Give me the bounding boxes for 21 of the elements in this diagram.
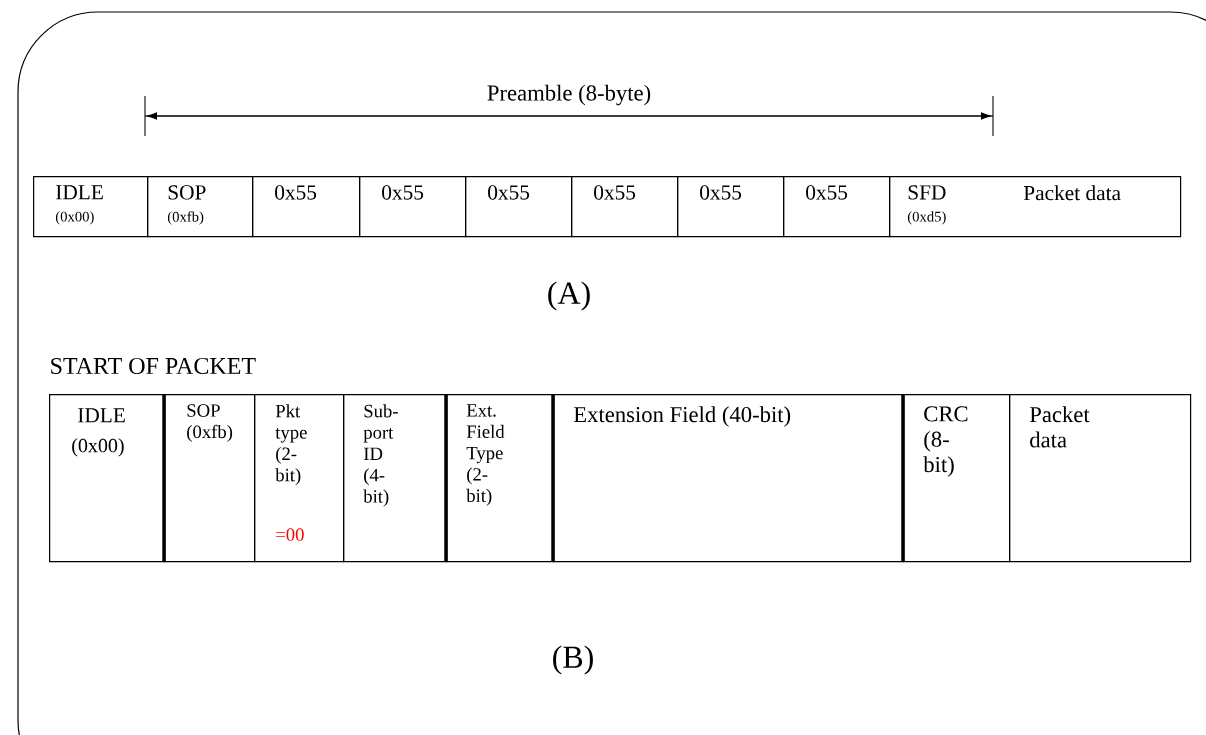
dimension-label: Preamble (8-byte) bbox=[485, 83, 653, 107]
field-cell: SFD (0xd5) Packet data bbox=[889, 176, 1182, 238]
section-heading: START OF PACKET bbox=[48, 356, 258, 376]
field-cell: 0x55 bbox=[677, 176, 785, 238]
field-cell: SOP (0xfb) bbox=[164, 394, 256, 563]
field-cell: Ext. Field Type (2-bit) bbox=[446, 394, 555, 563]
panel-label: (A) bbox=[545, 280, 593, 312]
field-cell: SOP (0xfb) bbox=[147, 176, 254, 238]
field-cell: 0x55 bbox=[359, 176, 467, 238]
field-cell: Packet data bbox=[1009, 394, 1192, 563]
field-cell: 0x55 bbox=[252, 176, 361, 238]
field-cell: Extension Field (40-bit) bbox=[553, 394, 905, 563]
field-cell: Pkt type (2-bit) =00 bbox=[254, 394, 345, 563]
field-cell: IDLE (0x00) bbox=[49, 394, 166, 563]
field-cell: Sub-port ID (4-bit) bbox=[343, 394, 448, 563]
field-cell: IDLE (0x00) bbox=[33, 176, 149, 238]
panel-label: (B) bbox=[550, 644, 596, 676]
field-cell: CRC (8-bit) bbox=[903, 394, 1011, 563]
field-cell: 0x55 bbox=[571, 176, 679, 238]
field-cell: 0x55 bbox=[465, 176, 573, 238]
field-cell: 0x55 bbox=[783, 176, 891, 238]
